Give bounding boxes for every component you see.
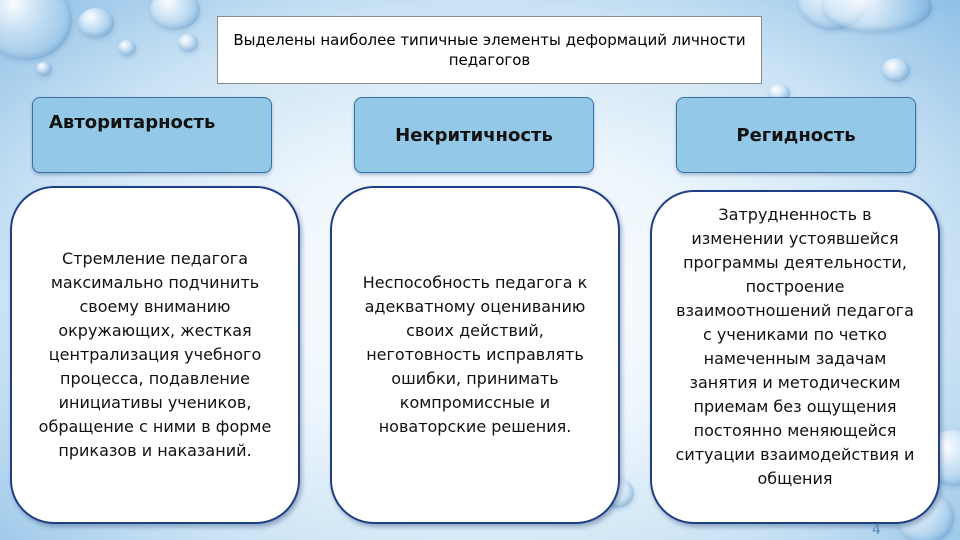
water-drop-decoration (118, 40, 136, 56)
header-uncriticalness: Некритичность (354, 97, 594, 173)
header-label: Некритичность (395, 124, 553, 146)
slide-title-text: Выделены наиболее типичные элементы дефо… (233, 31, 746, 69)
water-drop-decoration (178, 34, 198, 52)
card-rigidity: Затрудненность в изменении устоявшейся п… (650, 190, 940, 524)
card-text: Стремление педагога максимально подчинит… (38, 249, 272, 460)
water-drop-decoration (78, 8, 114, 38)
card-text: Затрудненность в изменении устоявшейся п… (675, 205, 915, 488)
header-label: Регидность (736, 124, 856, 146)
water-drop-decoration (882, 58, 910, 82)
water-drop-decoration (36, 62, 52, 76)
header-authoritarianism: Авторитарность (32, 97, 272, 173)
page-number: 4 (872, 522, 881, 538)
water-drop-decoration (0, 0, 72, 60)
card-text: Неспособность педагога к адекватному оце… (362, 273, 588, 436)
header-rigidity: Регидность (676, 97, 916, 173)
card-authoritarianism: Стремление педагога максимально подчинит… (10, 186, 300, 524)
header-label: Авторитарность (49, 112, 216, 133)
card-uncriticalness: Неспособность педагога к адекватному оце… (330, 186, 620, 524)
slide-title: Выделены наиболее типичные элементы дефо… (217, 16, 762, 84)
water-drop-decoration (150, 0, 200, 30)
